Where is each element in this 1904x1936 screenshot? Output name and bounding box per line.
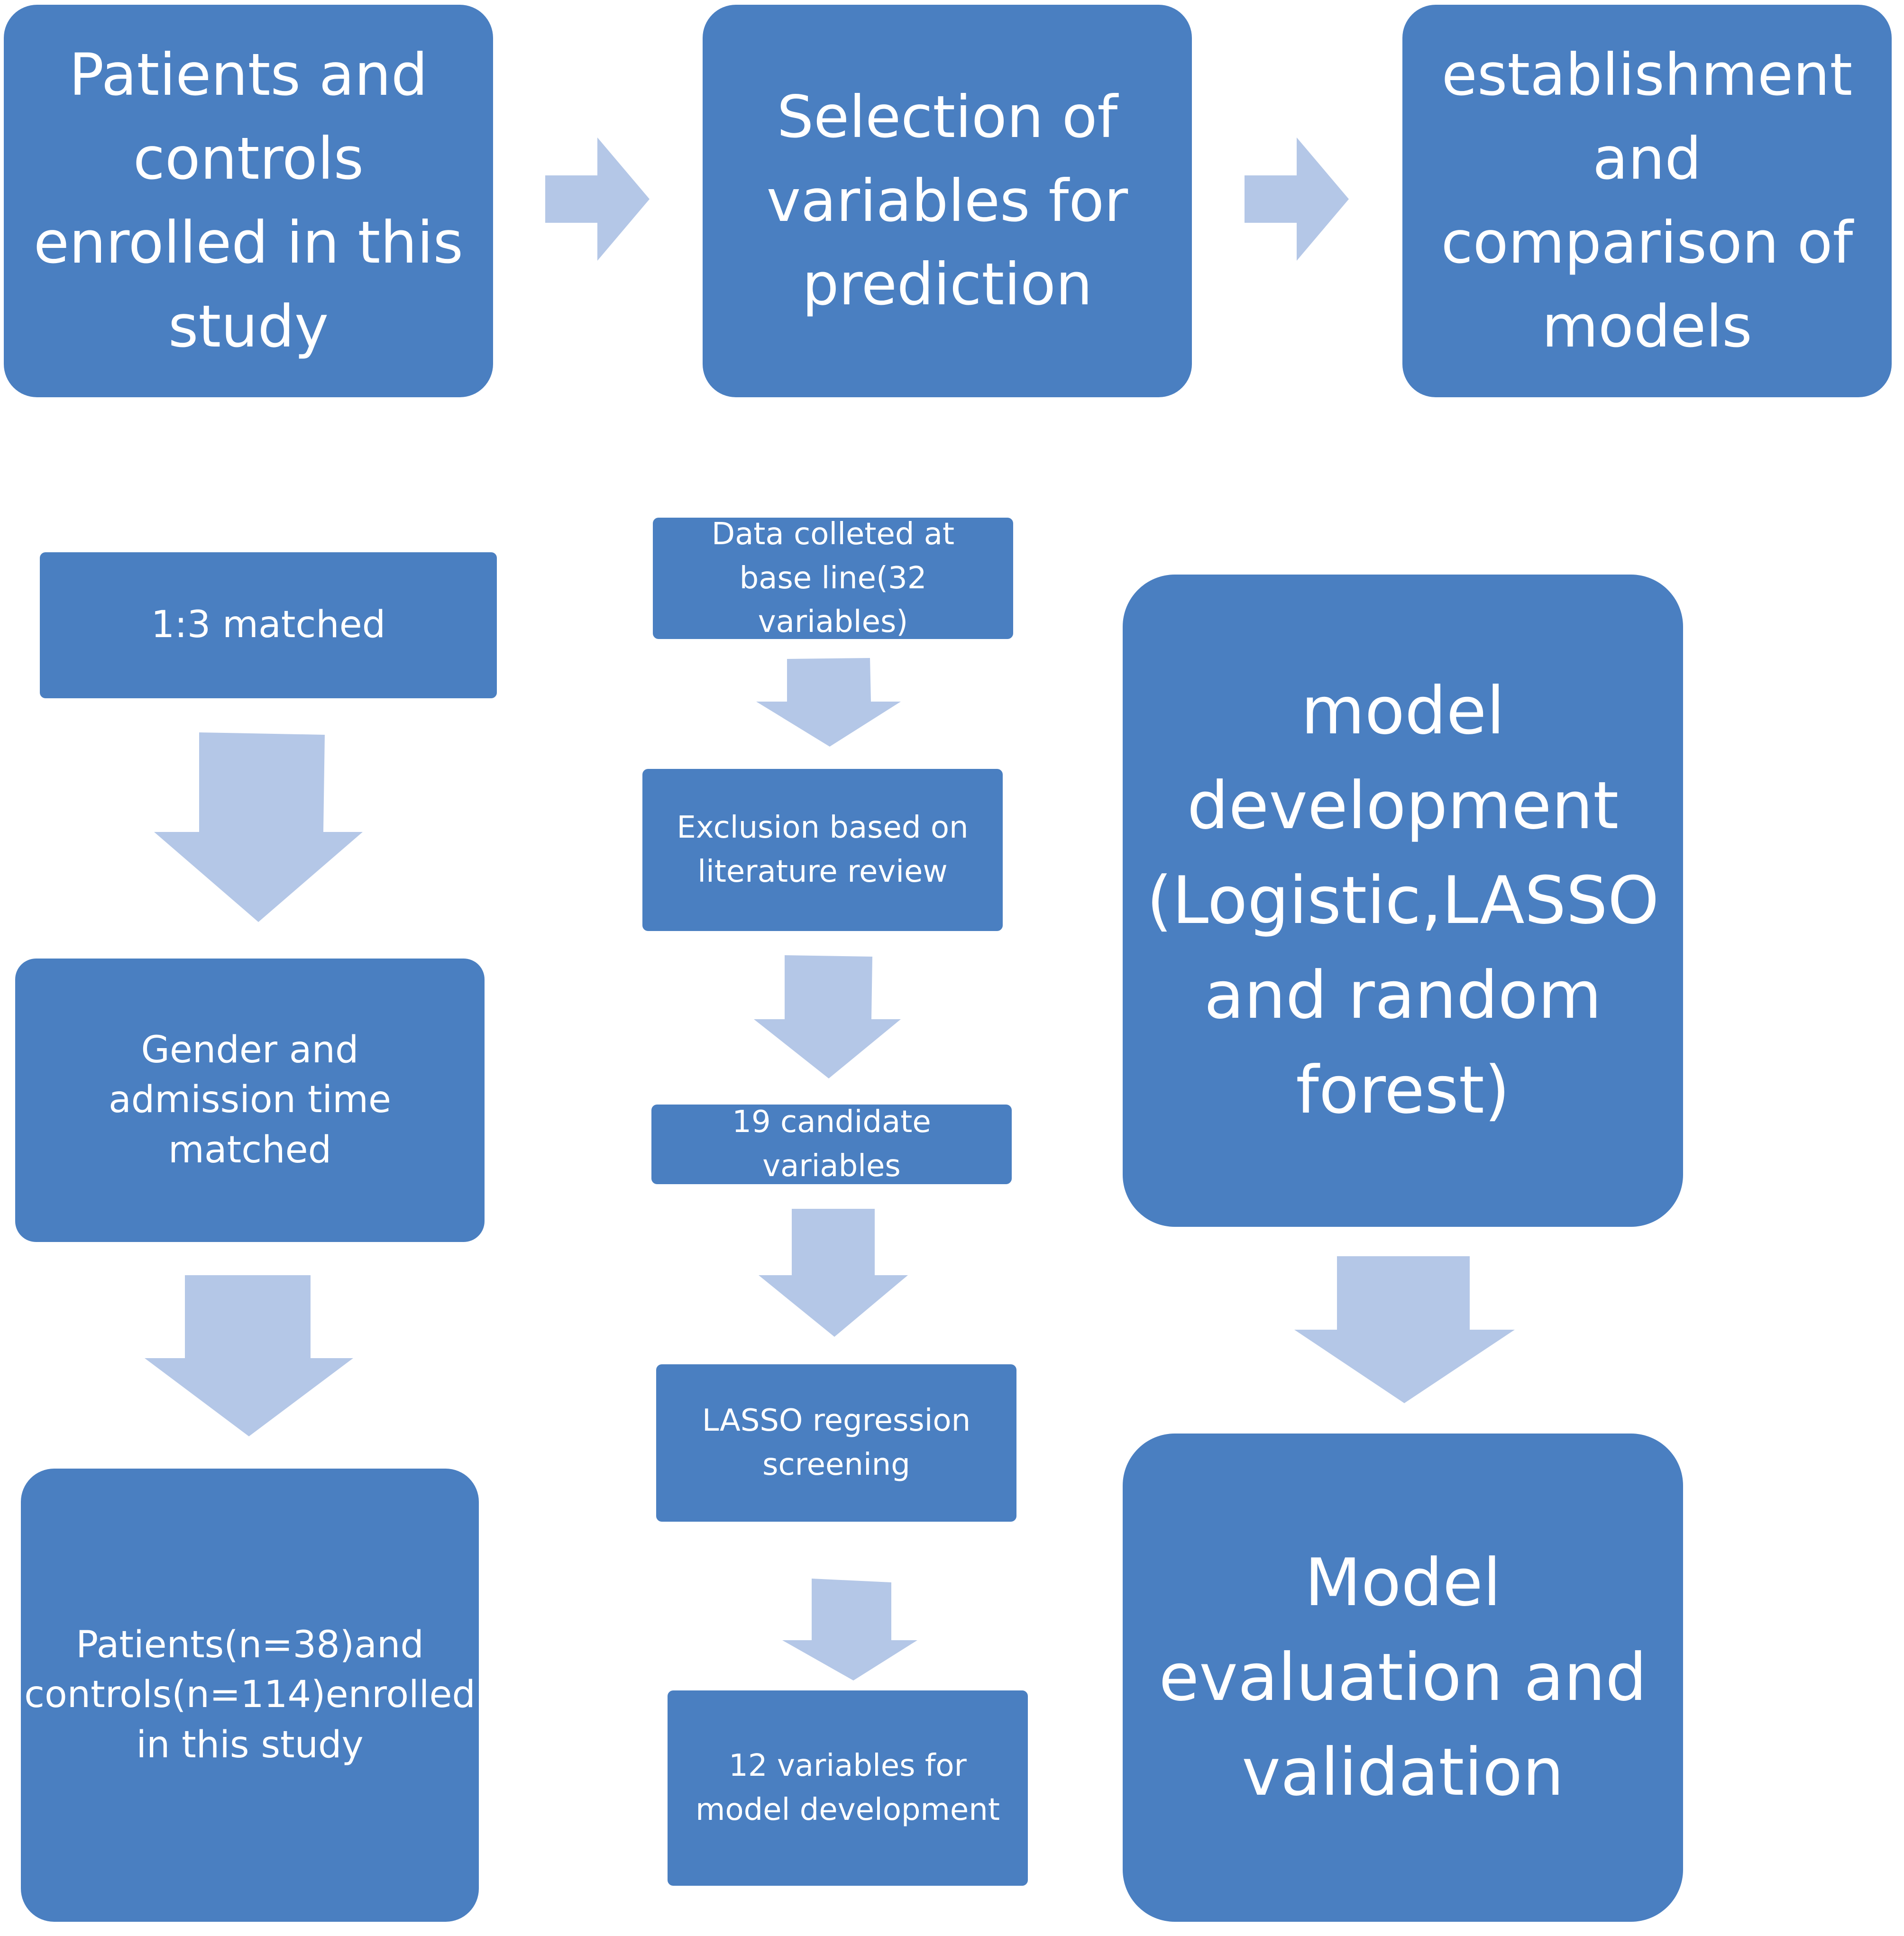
arrow-down-mid-4 [782,1579,917,1680]
selection-variables-text: Selection of variables for prediction [766,83,1128,319]
exclusion-literature-text: Exclusion based on literature review [677,810,969,889]
data-collected-text: Data colleted at base line(32 variables) [711,516,955,640]
model-variables-box: 12 variables for model development [668,1690,1028,1886]
model-evaluation-box: Model evaluation and validation [1123,1434,1683,1922]
arrow-down-mid-1 [756,658,901,747]
candidate-variables-text: 19 candidate variables [732,1105,931,1184]
arrow-down-left-1 [154,732,363,922]
exclusion-literature-box: Exclusion based on literature review [642,769,1003,931]
patients-controls-text: Patients and controls enrolled in this s… [33,41,464,360]
selection-variables-box: Selection of variables for prediction [703,5,1192,397]
matched-1to3-box: 1:3 matched [40,552,497,698]
establishment-models-text: establishment and comparison of models [1441,41,1853,360]
arrow-down-right [1294,1256,1515,1403]
arrow-down-mid-2 [754,955,901,1078]
candidate-variables-box: 19 candidate variables [651,1105,1012,1184]
lasso-screening-text: LASSO regression screening [702,1403,971,1482]
gender-admission-text: Gender and admission time matched [108,1029,392,1171]
arrow-down-mid-3 [759,1209,908,1337]
model-evaluation-text: Model evaluation and validation [1159,1544,1647,1811]
model-variables-text: 12 variables for model development [696,1748,1000,1827]
matched-1to3-text: 1:3 matched [151,603,386,647]
gender-admission-box: Gender and admission time matched [15,959,485,1242]
establishment-models-box: establishment and comparison of models [1402,5,1892,397]
enrolled-counts-text: Patients(n=38)and controls(n=114)enrolle… [24,1624,476,1766]
patients-controls-box: Patients and controls enrolled in this s… [4,5,493,397]
model-development-box: model development (Logistic,LASSO and ra… [1123,575,1683,1227]
enrolled-counts-box: Patients(n=38)and controls(n=114)enrolle… [21,1469,479,1922]
data-collected-box: Data colleted at base line(32 variables) [653,517,1013,639]
arrow-right-1 [545,137,650,261]
arrow-right-2 [1245,137,1349,261]
arrow-down-left-2 [145,1275,353,1436]
lasso-screening-box: LASSO regression screening [656,1364,1016,1522]
model-development-text: model development (Logistic,LASSO and ra… [1146,672,1659,1129]
